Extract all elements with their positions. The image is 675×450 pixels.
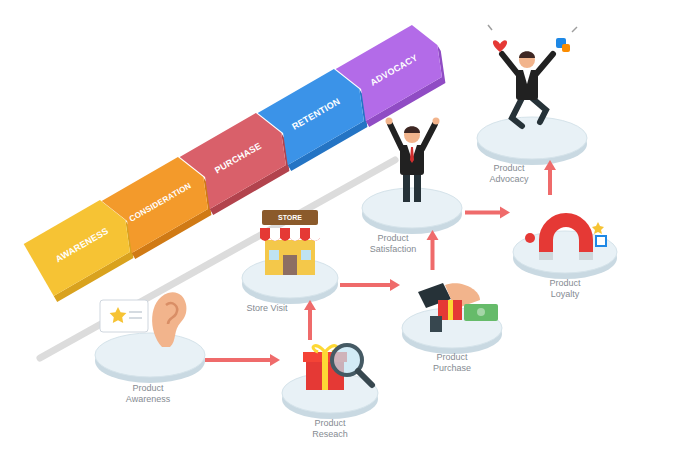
arrow-shaft <box>548 169 552 195</box>
flow-arrow <box>340 279 400 291</box>
arrow-shaft <box>340 283 391 287</box>
arrow-head <box>544 160 556 170</box>
arrow-shaft <box>431 239 435 270</box>
flow-arrow <box>304 300 316 340</box>
arrow-shaft <box>205 358 271 362</box>
stage-label: Product Reseach <box>299 418 361 440</box>
arrow-head <box>270 354 280 366</box>
stage-platform: Product Satisfaction <box>360 115 465 230</box>
flow-arrow <box>465 207 510 219</box>
arrow-shaft <box>465 211 501 215</box>
stage-platform: Product Loyalty <box>510 195 620 275</box>
store-sign-text: STORE <box>262 210 318 225</box>
arrow-head <box>304 300 316 310</box>
stage-label: Product Purchase <box>421 352 483 374</box>
stage-platform: Product Purchase <box>400 270 505 350</box>
arrow-head <box>390 279 400 291</box>
arrow-head <box>500 207 510 219</box>
stage-label: Product Loyalty <box>534 278 596 300</box>
stage-label: Store Visit <box>236 303 298 314</box>
flow-arrow <box>427 230 439 270</box>
stage-label: Product Satisfaction <box>362 233 424 255</box>
flow-arrow <box>205 354 280 366</box>
arrow-shaft <box>308 309 312 340</box>
stage-platform: Product Awareness <box>95 290 205 380</box>
flow-arrow <box>544 160 556 195</box>
stage-platform: Product Advocacy <box>475 25 590 160</box>
stage-label: Product Awareness <box>117 383 179 405</box>
arrow-head <box>427 230 439 240</box>
stage-platform: Product Reseach <box>280 340 380 415</box>
stage-label: Product Advocacy <box>478 163 540 185</box>
